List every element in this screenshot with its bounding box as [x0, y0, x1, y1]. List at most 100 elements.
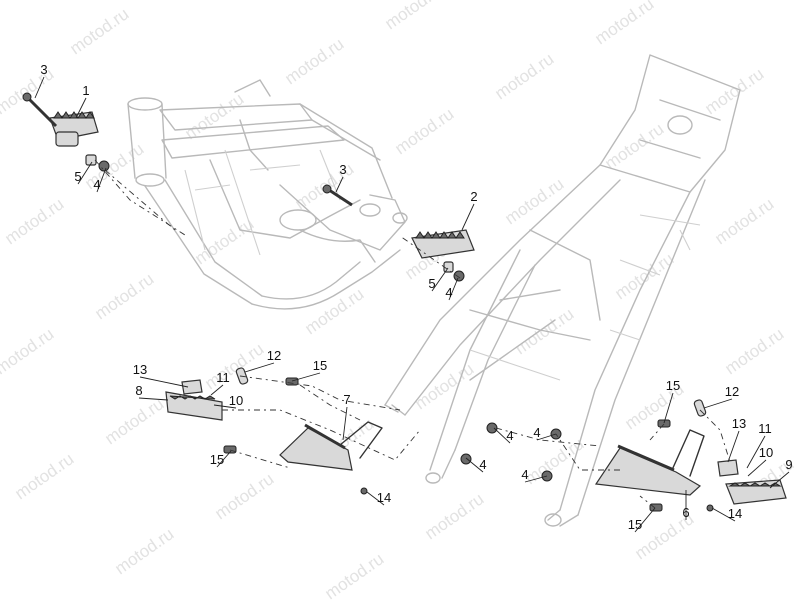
callout-leader-line	[769, 471, 790, 489]
callout-number: 14	[728, 506, 742, 521]
watermark-text: motod.ru	[301, 284, 367, 338]
callout-leader-line	[448, 277, 459, 301]
bolt-15-right-bottom	[649, 503, 663, 512]
callout-11: 11	[210, 370, 230, 396]
watermark-text: motod.ru	[111, 524, 177, 578]
callout-number: 13	[732, 416, 746, 431]
callout-leader-line	[34, 76, 45, 99]
callout-leader-line	[216, 450, 232, 468]
cotter-14-right	[706, 504, 714, 512]
callout-1: 1	[75, 83, 90, 119]
watermark-text: motod.ru	[211, 469, 277, 523]
callout-leader-line	[213, 404, 237, 409]
callout-leader-line	[138, 397, 169, 401]
watermark-text: motod.ru	[421, 489, 487, 543]
callout-10: 10	[213, 393, 243, 409]
callout-leader-line	[75, 97, 87, 119]
callout-leader-line	[465, 457, 484, 473]
callout-3: 3	[34, 62, 48, 99]
bolt-3-front	[22, 92, 58, 128]
watermark-text: motod.ru	[66, 4, 132, 58]
watermark-text: motod.ru	[0, 324, 57, 378]
callout-3: 3	[335, 162, 347, 193]
callout-leader-line	[77, 161, 93, 185]
pin-12-right	[693, 399, 707, 417]
callout-4: 4	[465, 457, 487, 473]
callout-number: 7	[343, 392, 350, 407]
watermark-text: motod.ru	[91, 269, 157, 323]
callout-leader-line	[493, 427, 511, 444]
callout-2: 2	[461, 189, 478, 231]
watermark-text: motod.ru	[391, 104, 457, 158]
callout-number: 5	[74, 169, 81, 184]
callout-number: 2	[470, 189, 477, 204]
callout-number: 11	[216, 370, 230, 385]
nut-4-front	[98, 160, 110, 172]
callout-number: 15	[666, 378, 680, 393]
callout-11: 11	[746, 421, 772, 469]
watermark-text: motod.ru	[1, 194, 67, 248]
callout-number: 10	[229, 393, 243, 408]
callout-leader-line	[291, 372, 321, 382]
watermark-text: motod.ru	[381, 0, 447, 33]
watermark-text: motod.ru	[81, 139, 147, 193]
callout-leader-line	[536, 433, 557, 441]
watermark-text: motod.ru	[101, 394, 167, 448]
rear-subframe-drawing	[384, 54, 741, 527]
callout-number: 4	[506, 428, 513, 443]
callout-leader-line	[366, 491, 385, 506]
callout-15: 15	[291, 358, 327, 382]
watermark-text: motod.ru	[191, 214, 257, 268]
watermark-text: motod.ru	[711, 194, 777, 248]
callout-4: 4	[493, 427, 514, 444]
spring-5-mid	[443, 261, 454, 273]
callout-13: 13	[133, 362, 189, 388]
callout-12: 12	[244, 348, 281, 373]
callout-4: 4	[445, 277, 459, 301]
callout-9: 9	[769, 457, 793, 489]
watermark-text: motod.ru	[321, 549, 387, 600]
callout-number: 4	[93, 177, 100, 192]
callout-number: 11	[758, 421, 772, 436]
callout-leader-line	[524, 475, 548, 483]
callout-number: 4	[521, 467, 528, 482]
callout-8: 8	[135, 383, 169, 401]
callout-number: 15	[628, 517, 642, 532]
footpeg-bracket-7	[279, 421, 383, 471]
callout-leader-line	[711, 507, 736, 522]
callout-12: 12	[703, 384, 739, 409]
footpeg-bracket-6	[594, 429, 705, 496]
callout-4: 4	[521, 467, 548, 483]
callout-leader-line	[747, 459, 767, 477]
callout-number: 15	[210, 452, 224, 467]
watermark-text: motod.ru	[681, 0, 747, 3]
watermark-text: motod.ru	[141, 0, 207, 3]
footpeg-1	[49, 111, 99, 147]
callout-14: 14	[711, 506, 742, 522]
bolt-15-left-top	[285, 377, 299, 386]
callout-number: 1	[82, 83, 89, 98]
callout-number: 8	[135, 383, 142, 398]
callout-number: 12	[725, 384, 739, 399]
callout-4: 4	[93, 167, 107, 193]
bolt-15-right-top	[657, 419, 671, 428]
assembly-lines	[94, 159, 731, 509]
passenger-footpeg-8	[165, 391, 223, 421]
clip-13-right	[717, 459, 739, 477]
callout-number: 4	[479, 457, 486, 472]
footpeg-2	[411, 229, 475, 259]
callout-7: 7	[342, 392, 351, 441]
callout-number: 5	[428, 276, 435, 291]
watermark-text: motod.ru	[491, 49, 557, 103]
callout-number: 6	[682, 505, 689, 520]
callout-number: 3	[339, 162, 346, 177]
spring-5-front	[85, 154, 97, 166]
callout-leader-line	[663, 392, 674, 424]
callout-leader-line	[703, 398, 733, 409]
callout-number: 14	[377, 490, 391, 505]
callout-leader-line	[335, 176, 344, 193]
